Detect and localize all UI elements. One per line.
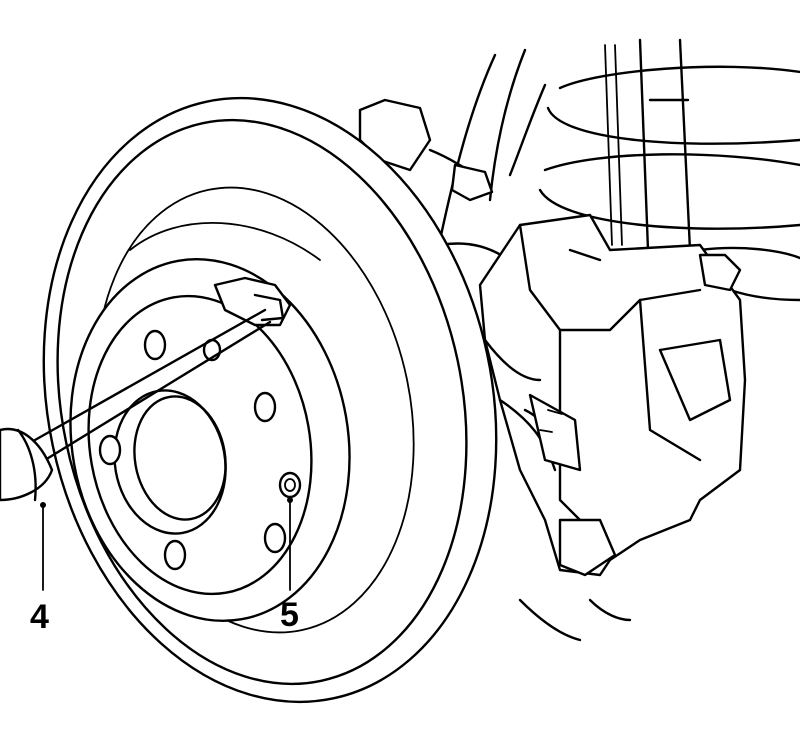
- brake-wear-sensor: [213, 44, 623, 327]
- brake-caliper: [478, 213, 747, 577]
- callout-4-label: 4: [30, 598, 49, 636]
- callout-5-label: 5: [280, 596, 299, 634]
- wheel-bolt-hole: [163, 539, 187, 571]
- shock-absorber: [638, 38, 692, 252]
- coil-spring: [538, 65, 800, 302]
- wheel-bolt-hole: [143, 329, 167, 361]
- callout-4-dot: [40, 502, 46, 508]
- steering-knuckle: [358, 48, 632, 642]
- screwdriver: [0, 308, 272, 502]
- wheel-bolt-hole: [263, 522, 287, 554]
- wheel-bolt-hole: [253, 391, 277, 423]
- guide-pin-hole: [278, 471, 302, 499]
- wheel-hub: [69, 257, 351, 623]
- callout-5-dot: [287, 497, 293, 503]
- wheel-bolt-hole: [98, 434, 122, 466]
